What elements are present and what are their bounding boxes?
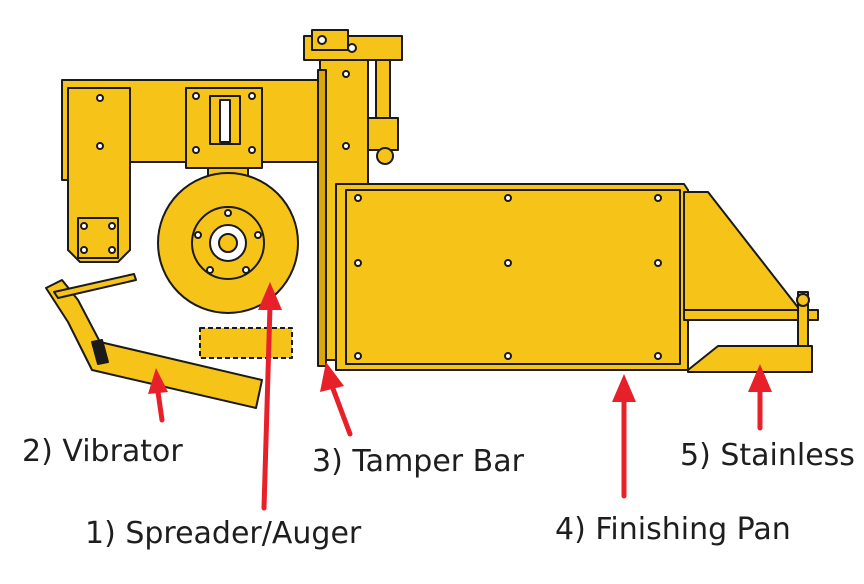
bolt — [354, 352, 362, 360]
callout-arrows — [148, 282, 772, 511]
adjuster-knob — [376, 147, 394, 165]
arrow-finishing-head — [612, 374, 636, 402]
bolt — [224, 209, 232, 217]
bolt — [342, 70, 350, 78]
label-finishing-pan: 4) Finishing Pan — [555, 512, 791, 547]
arrow-spreader-head — [258, 282, 282, 310]
label-spreader: 1) Spreader/Auger — [85, 516, 362, 551]
stainless-plate — [687, 345, 813, 373]
bolt — [108, 222, 116, 230]
tamper-bar — [317, 69, 327, 367]
arrow-tamper-head — [320, 362, 344, 392]
bolt — [354, 259, 362, 267]
bolt — [796, 293, 810, 307]
bolt — [96, 94, 104, 102]
label-tamper-bar: 3) Tamper Bar — [312, 444, 524, 479]
bolt — [504, 352, 512, 360]
bolt — [654, 194, 662, 202]
bolt — [347, 43, 357, 53]
bolt — [80, 222, 88, 230]
bolt — [242, 266, 250, 274]
adjuster-rod — [375, 59, 391, 121]
bolt — [254, 231, 262, 239]
bolt — [504, 259, 512, 267]
bolt — [354, 194, 362, 202]
auger-flight-fill — [208, 334, 286, 354]
auger-axle — [218, 233, 238, 253]
bolt — [317, 35, 327, 45]
label-stainless: 5) Stainless — [680, 438, 855, 473]
side-wing — [683, 191, 801, 311]
bolt — [80, 246, 88, 254]
arrow-vibrator — [155, 389, 165, 423]
machine-illustration — [45, 29, 819, 409]
finishing-pan-inner — [345, 189, 681, 365]
arrow-stainless-head — [748, 364, 772, 392]
rear-rail — [683, 309, 819, 321]
adjuster-clamp — [367, 117, 399, 151]
arrow-tamper — [329, 383, 353, 437]
bolt — [96, 142, 104, 150]
bolt — [194, 231, 202, 239]
bolt — [108, 246, 116, 254]
vibrator-tube — [45, 279, 263, 409]
auger-hanger-slot — [219, 99, 231, 143]
bolt — [248, 146, 256, 154]
bolt — [206, 266, 214, 274]
finishing-pan-box — [335, 183, 689, 371]
bolt — [654, 352, 662, 360]
arrow-spreader — [261, 303, 273, 511]
bolt — [342, 142, 350, 150]
label-vibrator: 2) Vibrator — [22, 434, 183, 469]
arrow-vibrator-head — [148, 368, 168, 394]
bolt — [248, 92, 256, 100]
vibrator-cap — [91, 339, 109, 365]
bolt — [192, 146, 200, 154]
vibrator-rod — [53, 273, 137, 299]
bolt — [504, 194, 512, 202]
bolt — [654, 259, 662, 267]
bolt — [192, 92, 200, 100]
top-mount-block — [311, 29, 349, 51]
